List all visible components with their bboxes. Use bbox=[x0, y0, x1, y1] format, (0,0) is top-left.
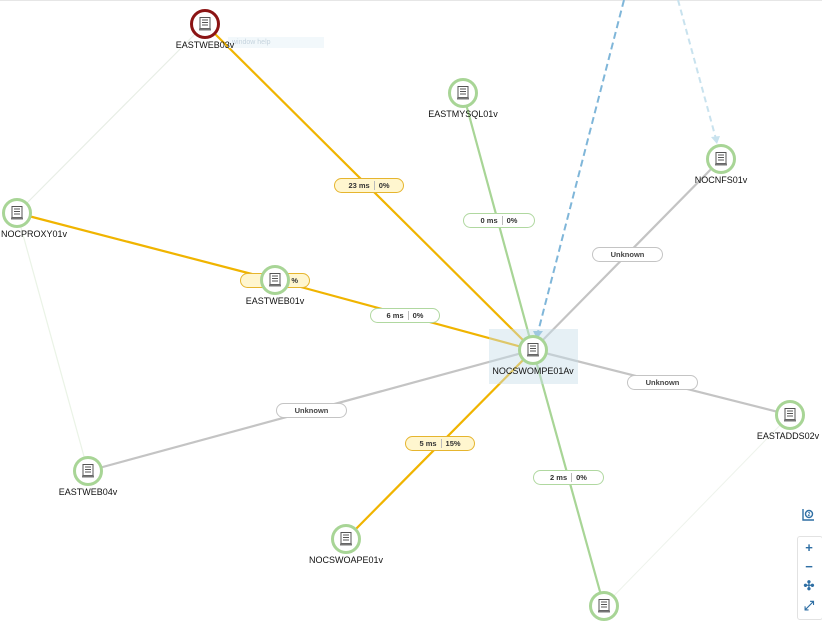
loss-text: 0% bbox=[378, 181, 390, 190]
separator bbox=[440, 439, 442, 448]
separator bbox=[571, 473, 573, 482]
node-status-ring[interactable] bbox=[190, 9, 220, 39]
fullscreen-button[interactable]: ⤢ bbox=[803, 598, 815, 613]
separator bbox=[501, 216, 503, 225]
node-status-ring[interactable] bbox=[775, 400, 805, 430]
unknown-text: Unknown bbox=[294, 406, 329, 415]
node-status-ring[interactable] bbox=[73, 456, 103, 486]
node-status-ring[interactable] bbox=[448, 78, 478, 108]
node-status-ring[interactable] bbox=[260, 265, 290, 295]
node-status-ring[interactable] bbox=[2, 198, 32, 228]
link-label-nfs-mid[interactable]: Unknown bbox=[592, 247, 663, 262]
latency-text: 5 ms bbox=[419, 439, 437, 448]
svg-text:2: 2 bbox=[808, 512, 811, 518]
latency-text: 0 ms bbox=[480, 216, 498, 225]
link-label-bottom-mid[interactable]: 2 ms 0% bbox=[533, 470, 604, 485]
arrowhead-light bbox=[711, 136, 720, 144]
ghost-tooltip: window help bbox=[228, 37, 324, 48]
unknown-text: Unknown bbox=[610, 250, 645, 259]
node-status-ring[interactable] bbox=[589, 591, 619, 621]
server-icon bbox=[269, 273, 281, 287]
layout-button[interactable]: 2 bbox=[799, 506, 817, 524]
server-icon bbox=[784, 408, 796, 422]
link-web03-proxy[interactable] bbox=[16, 23, 206, 214]
server-icon bbox=[199, 17, 211, 31]
loss-text: 0% bbox=[576, 473, 587, 482]
node-label: NOCPROXY01v bbox=[0, 229, 68, 239]
loss-text: 15% bbox=[445, 439, 461, 448]
top-border bbox=[0, 0, 822, 1]
zoom-in-button[interactable]: + bbox=[805, 539, 813, 555]
node-label: EASTADDS02v bbox=[756, 431, 820, 441]
separator bbox=[373, 181, 375, 190]
latency-text: 2 ms bbox=[550, 473, 568, 482]
link-proxy-web04[interactable] bbox=[16, 212, 89, 472]
server-icon bbox=[340, 532, 352, 546]
loss-text: 0% bbox=[412, 311, 424, 320]
node-label: EASTWEB01v bbox=[245, 296, 305, 306]
discovery-arrow-light bbox=[677, 0, 717, 140]
node-label: EASTMYSQL01v bbox=[428, 109, 498, 119]
server-icon bbox=[11, 206, 23, 220]
server-icon bbox=[82, 464, 94, 478]
node-label: EASTWEB04v bbox=[58, 487, 118, 497]
zoom-out-button[interactable]: − bbox=[805, 558, 813, 574]
server-icon bbox=[527, 343, 539, 357]
discovery-arrow-blue bbox=[537, 0, 625, 333]
link-label-web03-mid[interactable]: 23 ms 0% bbox=[334, 178, 404, 193]
latency-text: 6 ms bbox=[386, 311, 404, 320]
node-status-ring[interactable] bbox=[331, 524, 361, 554]
unknown-text: Unknown bbox=[645, 378, 680, 387]
zoom-control-panel bbox=[797, 536, 822, 620]
link-label-mysql-mid[interactable]: 0 ms 0% bbox=[463, 213, 535, 228]
link-label-oape-mid[interactable]: 5 ms 15% bbox=[405, 436, 475, 451]
server-icon bbox=[457, 86, 469, 100]
link-adds-bottom[interactable] bbox=[603, 414, 791, 607]
separator bbox=[407, 311, 409, 320]
node-status-ring[interactable] bbox=[518, 335, 548, 365]
node-label: NOCNFS01v bbox=[694, 175, 748, 185]
node-label: EASTWEB03v bbox=[175, 40, 235, 50]
node-label: NOCSWOMPE01Av bbox=[492, 366, 574, 376]
loss-text: 0% bbox=[506, 216, 518, 225]
fit-to-view-button[interactable]: ✣ bbox=[803, 578, 815, 593]
link-proxy-web01[interactable] bbox=[16, 211, 276, 282]
link-label-web04-mid[interactable]: Unknown bbox=[276, 403, 347, 418]
node-status-ring[interactable] bbox=[706, 144, 736, 174]
link-label-adds-mid[interactable]: Unknown bbox=[627, 375, 698, 390]
server-icon bbox=[598, 599, 610, 613]
node-label: NOCSWOAPE01v bbox=[308, 555, 384, 565]
server-icon bbox=[715, 152, 727, 166]
link-label-web01-mid[interactable]: 6 ms 0% bbox=[370, 308, 440, 323]
latency-text: 23 ms bbox=[348, 181, 370, 190]
layout-icon: 2 bbox=[802, 509, 814, 521]
loss-text: % bbox=[291, 276, 298, 285]
